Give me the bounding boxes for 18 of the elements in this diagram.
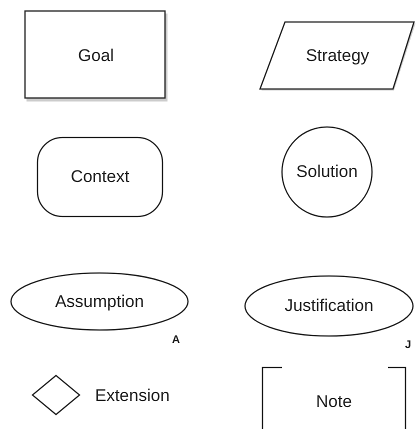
justification-ellipse <box>244 275 414 337</box>
node-label: Goal <box>78 46 114 66</box>
assumption-ellipse <box>10 272 189 331</box>
node-caption: Extension <box>95 386 170 406</box>
context-rounded-box <box>37 137 163 217</box>
node-tag: A <box>172 334 180 346</box>
node-label: Assumption <box>55 292 144 312</box>
solution-circle <box>281 126 373 218</box>
node-tag: J <box>405 339 412 351</box>
node-label: Context <box>70 167 130 187</box>
node-label: Note <box>316 392 352 412</box>
node-label: Justification <box>284 296 374 316</box>
node-label: Solution <box>296 162 358 182</box>
extension-diamond <box>32 375 80 415</box>
goal-box <box>25 11 167 100</box>
strategy-parallelogram <box>260 22 415 89</box>
note-bracket <box>262 367 406 429</box>
node-label: Strategy <box>306 46 370 66</box>
